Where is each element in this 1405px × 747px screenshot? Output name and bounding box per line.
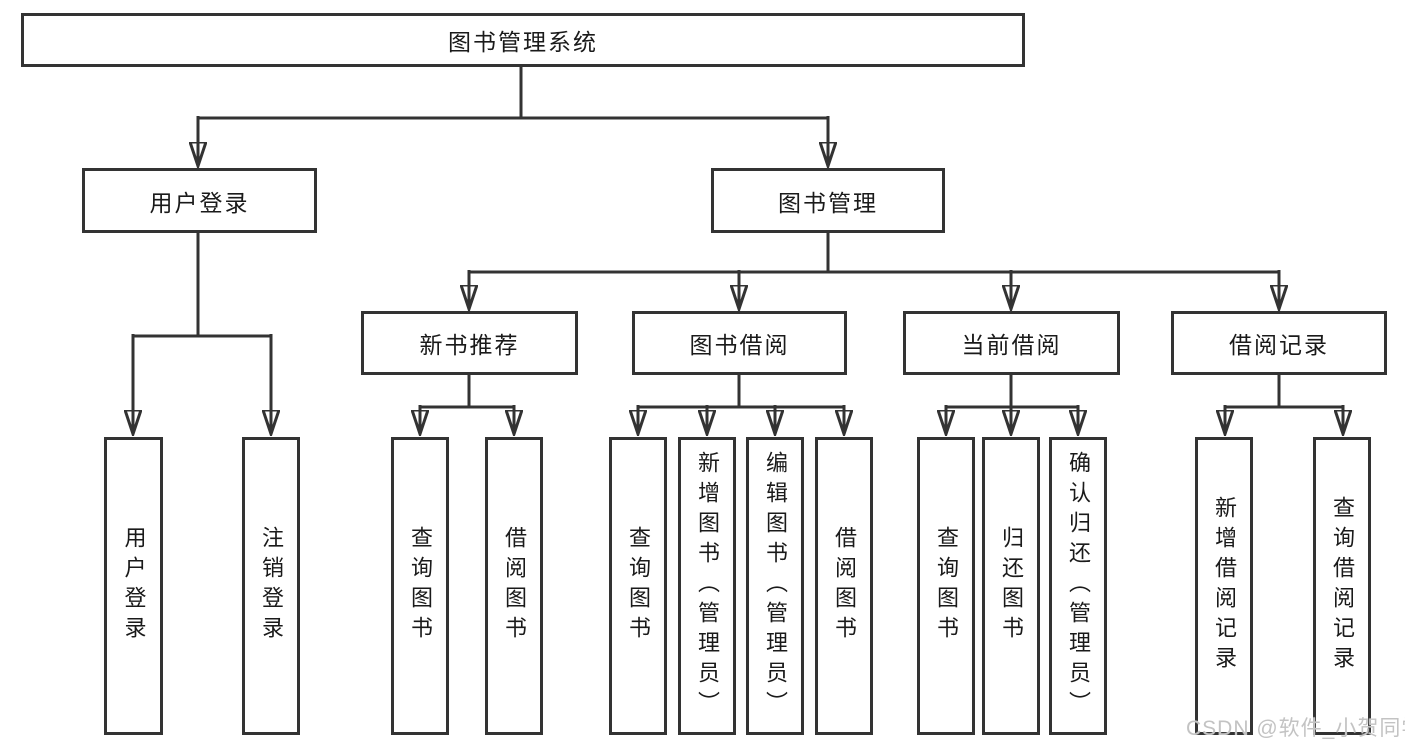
leaf-logout: 注销登录: [242, 437, 300, 735]
connector-current-borrow-bus: [946, 375, 1078, 409]
leaf-recommend-query-books: 查询图书: [391, 437, 449, 735]
csdn-watermark: CSDN @软件_小贺同学: [1186, 717, 1405, 740]
node-label: 确认归还（管理员）: [1066, 451, 1091, 721]
connector-root-bus: [198, 67, 828, 120]
node-label: 归还图书: [999, 526, 1024, 646]
node-label: 用户登录: [121, 526, 147, 646]
connector-book-borrow-bus: [638, 375, 844, 409]
node-label: 查询图书: [934, 526, 959, 646]
leaf-borrow-borrow-books: 借阅图书: [815, 437, 873, 735]
leaf-borrow-query-books: 查询图书: [609, 437, 667, 735]
leaf-records-add-record: 新增借阅记录: [1195, 437, 1253, 735]
node-label: 当前借阅: [961, 332, 1062, 358]
node-label: 查询借阅记录: [1330, 496, 1355, 676]
node-user-login: 用户登录: [82, 168, 317, 233]
node-current-borrow: 当前借阅: [903, 311, 1120, 375]
leaf-borrow-edit-books-admin: 编辑图书（管理员）: [746, 437, 804, 735]
leaf-current-query-books: 查询图书: [917, 437, 975, 735]
node-new-book-recommend: 新书推荐: [361, 311, 578, 375]
node-label: 注销登录: [259, 526, 284, 646]
leaf-current-confirm-return-admin: 确认归还（管理员）: [1049, 437, 1107, 735]
connector-user-login-bus: [133, 233, 271, 338]
leaf-current-return-books: 归还图书: [982, 437, 1040, 735]
connector-new-recommend-bus: [420, 375, 514, 409]
node-library-management-system: 图书管理系统: [21, 13, 1025, 67]
connector-book-management-bus: [469, 233, 1279, 274]
node-label: 查询图书: [626, 526, 651, 646]
connector-borrow-records-bus: [1225, 375, 1343, 409]
node-label: 新增图书（管理员）: [695, 451, 720, 721]
leaf-records-query-record: 查询借阅记录: [1313, 437, 1371, 735]
node-label: 图书管理系统: [448, 29, 598, 55]
node-label: 编辑图书（管理员）: [763, 451, 788, 721]
node-label: 借阅图书: [832, 526, 857, 646]
node-label: 图书管理: [778, 189, 878, 216]
node-label: 借阅图书: [502, 526, 527, 646]
leaf-borrow-add-books-admin: 新增图书（管理员）: [678, 437, 736, 735]
node-label: 图书借阅: [689, 332, 790, 358]
node-book-management: 图书管理: [711, 168, 945, 233]
node-book-borrow: 图书借阅: [632, 311, 847, 375]
node-borrow-records: 借阅记录: [1171, 311, 1387, 375]
node-label: 用户登录: [149, 189, 250, 216]
leaf-user-login: 用户登录: [104, 437, 163, 735]
node-label: 新增借阅记录: [1212, 496, 1237, 676]
node-label: 借阅记录: [1229, 332, 1329, 358]
node-label: 查询图书: [408, 526, 433, 646]
node-label: 新书推荐: [419, 332, 520, 358]
leaf-recommend-borrow-books: 借阅图书: [485, 437, 543, 735]
